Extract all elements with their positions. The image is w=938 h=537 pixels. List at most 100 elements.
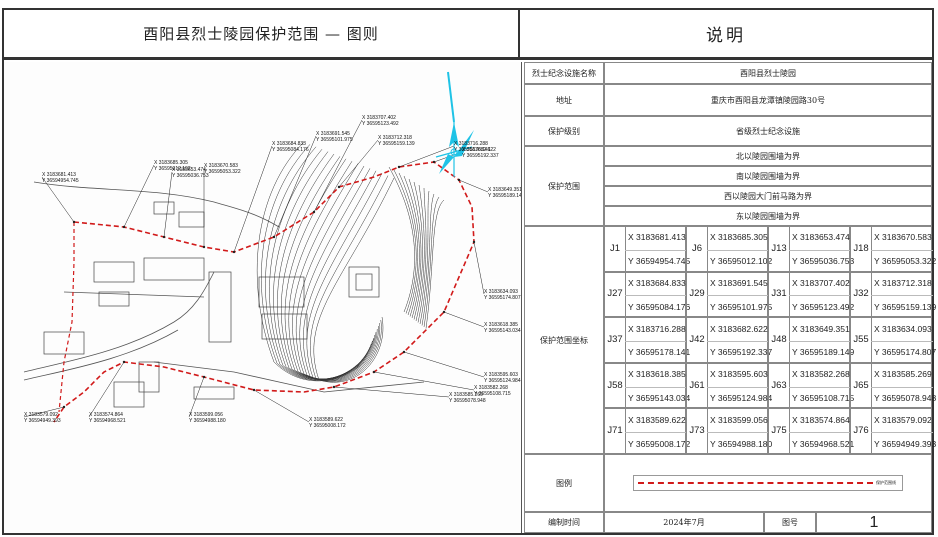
boundary-point-marker [312,210,316,214]
contour-line [303,170,379,381]
point-name: J61 [689,379,705,391]
contour-line [423,196,440,328]
contour-line [299,168,378,381]
leader-line [398,145,455,168]
map-point-x: X 3183685.305 [154,160,188,166]
map-point-y: Y 36595192.337 [462,153,499,159]
point-x-coordinate: X 3183634.093 [874,323,932,334]
leader-line [333,386,450,398]
cell-divider [871,249,933,251]
contour-line [419,190,430,325]
point-name: J13 [771,242,787,254]
cell-divider [707,249,769,251]
legend-label: 图例 [524,454,604,512]
point-x-coordinate: X 3183589.622 [628,414,686,425]
map-point-x: X 3183712.318 [378,135,412,141]
leader-line [23,406,65,418]
facility-name-value: 酉阳县烈士陵园 [604,62,932,84]
contour-line [284,158,373,380]
cell-divider [789,295,851,297]
point-x-coordinate: X 3183579.092 [874,414,932,425]
boundary-point-marker [232,250,236,254]
contour-line [403,175,420,317]
contour-line [313,177,395,383]
date-label: 编制时间 [524,512,604,533]
boundary-point-marker [252,388,256,392]
cell-divider [625,295,687,297]
boundary-point-marker [202,375,206,379]
scope-west: 西以陵园大门前马路为界 [604,186,932,206]
boundary-point-marker [432,160,436,164]
boundary-point-marker [397,165,401,169]
map-point-x: X 3183634.093 [484,289,518,295]
scope-east: 东以陵园围墙为界 [604,206,932,226]
boundary-point-marker [457,178,461,182]
leader-line [253,389,310,423]
cell-divider [707,340,769,342]
terrain-contours [256,141,445,383]
point-x-coordinate: X 3183682.622 [710,323,768,334]
contour-line [425,199,445,329]
boundary-point-marker [122,360,126,364]
map-point-y: Y 36594968.521 [89,418,126,424]
point-x-coordinate: X 3183585.269 [874,369,932,380]
point-y-coordinate: Y 36594988.180 [710,438,773,449]
map-point-x: X 3183618.385 [484,322,518,328]
point-name: J63 [771,379,787,391]
point-x-coordinate: X 3183653.474 [792,232,850,243]
point-y-coordinate: Y 36595143.034 [628,392,691,403]
cell-divider [871,386,933,388]
point-x-coordinate: X 3183712.318 [874,277,932,288]
explanation-title: 说明 [520,10,932,60]
water-feature [447,71,455,123]
point-y-coordinate: Y 36595108.715 [792,392,855,403]
cell-divider [625,340,687,342]
map-point-x: X 3183585.269 [449,392,483,398]
point-name: J65 [853,379,869,391]
point-y-coordinate: Y 36595174.807 [874,347,937,358]
map-point-y: Y 36595159.139 [378,141,415,147]
legend-line [638,482,873,484]
map-point-x: X 3183716.288 [454,141,488,147]
map-point-x: X 3183582.268 [474,385,508,391]
point-y-coordinate: Y 36595084.176 [628,301,691,312]
map-point-y: Y 36594949.393 [24,418,61,424]
leader-line [123,164,155,228]
point-x-coordinate: X 3183618.385 [628,369,686,380]
contour-line [281,156,372,380]
point-name: J32 [853,288,869,300]
map-point-x: X 3183691.545 [316,131,350,137]
point-name: J58 [607,379,623,391]
point-y-coordinate: Y 36595078.948 [874,392,937,403]
coordinate-cell: J65 X 3183585.269 Y 36595078.948 [850,362,936,410]
leader-line [313,119,363,213]
point-y-coordinate: Y 36594949.393 [874,438,937,449]
contour-line [398,172,419,316]
map-point-x: X 3183682.622 [462,147,496,153]
boundary-point-marker [72,220,76,224]
map-point-y: Y 36595189.149 [488,193,522,199]
leader-line [233,145,273,253]
map-point-y: Y 36594954.745 [42,178,79,184]
point-name: J31 [771,288,787,300]
point-y-coordinate: Y 36594968.521 [792,438,855,449]
protection-level-value: 省级烈士纪念设施 [604,116,932,146]
address-value: 重庆市酉阳县龙潭镇陵园路30号 [604,84,932,116]
map-point-x: X 3183589.622 [309,417,343,423]
map-point-y: Y 36595174.807 [484,295,521,301]
map-point-y: Y 36595108.715 [474,391,511,397]
map-point-y: Y 36595178.141 [454,147,491,153]
boundary-point-marker [372,370,376,374]
map-point-y: Y 36595123.492 [362,121,399,127]
